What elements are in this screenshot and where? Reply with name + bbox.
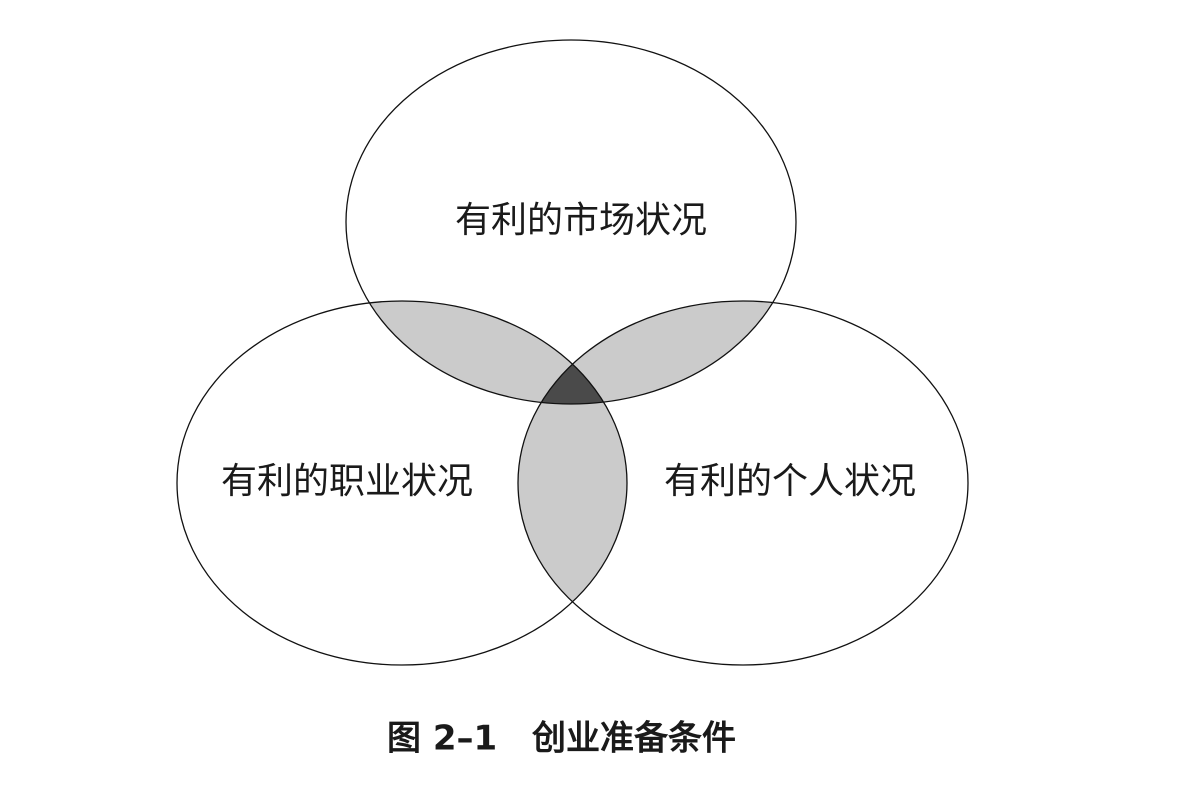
- label-market: 有利的市场状况: [455, 200, 707, 241]
- circle-career: [176, 300, 628, 666]
- circle-market: [345, 39, 797, 405]
- overlap-market-career: [346, 301, 627, 404]
- circle-personal: [517, 300, 969, 666]
- caption-number: 图 2–1: [387, 719, 497, 759]
- overlap-market-personal: [518, 301, 796, 404]
- label-personal: 有利的个人状况: [664, 461, 916, 502]
- caption-title: 创业准备条件: [531, 719, 736, 759]
- label-career: 有利的职业状况: [221, 461, 473, 502]
